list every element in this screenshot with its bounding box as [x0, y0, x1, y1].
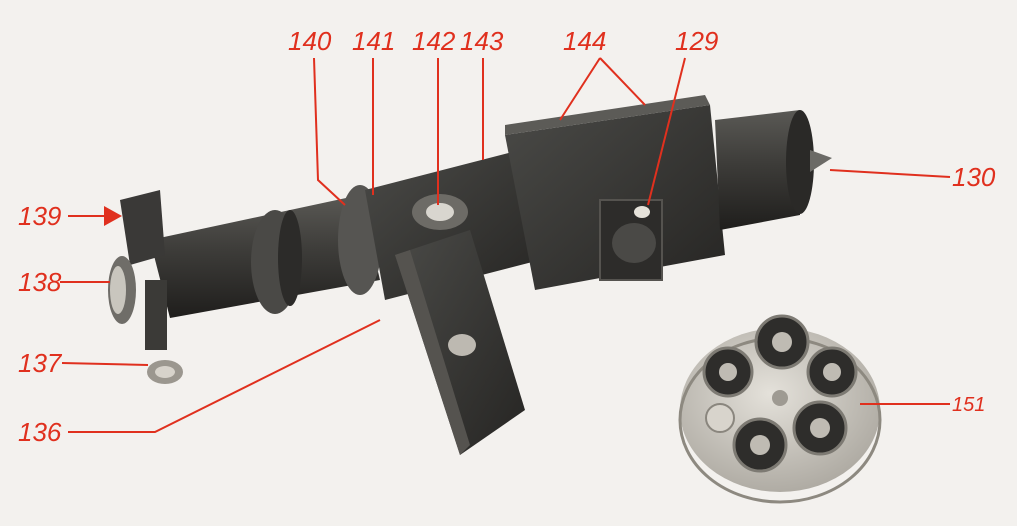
label-136: 136: [18, 417, 62, 447]
turret-disk: [678, 314, 882, 504]
label-130: 130: [952, 162, 996, 192]
label-141: 141: [352, 26, 395, 56]
label-151: 151: [952, 394, 985, 416]
label-142: 142: [412, 26, 456, 56]
leader-lines: [60, 57, 951, 433]
label-140: 140: [288, 26, 332, 56]
label-138: 138: [18, 267, 62, 297]
label-139: 139: [18, 201, 61, 231]
label-129: 129: [675, 26, 718, 56]
label-144: 144: [563, 26, 606, 56]
label-143: 143: [460, 26, 504, 56]
instrument-body: [108, 95, 832, 455]
label-137: 137: [18, 348, 63, 378]
arrow-139-icon: [104, 206, 122, 226]
